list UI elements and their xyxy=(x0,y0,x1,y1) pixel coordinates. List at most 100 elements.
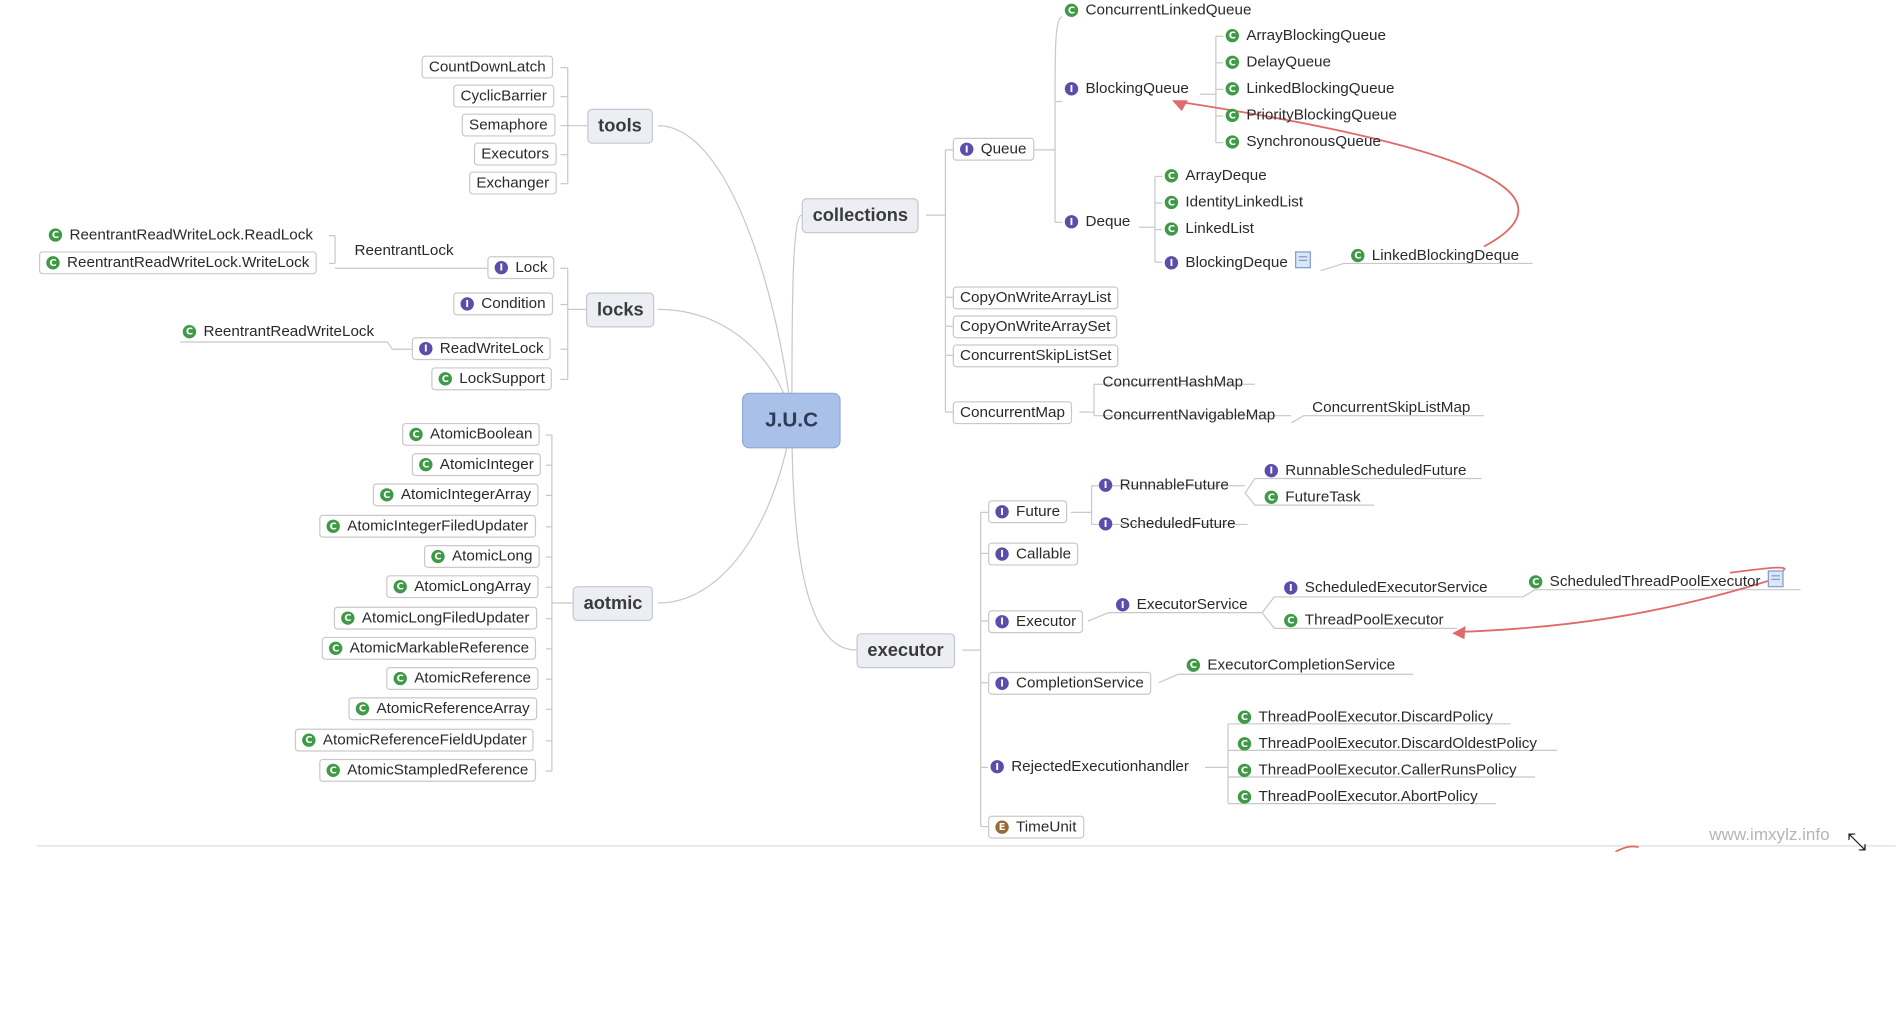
locks-condition[interactable]: I Condition xyxy=(453,292,553,316)
tools-item[interactable]: CyclicBarrier xyxy=(453,84,555,108)
node-label: LockSupport xyxy=(459,369,545,387)
class-icon: C xyxy=(1164,222,1179,236)
root-node[interactable]: J.U.C xyxy=(741,392,842,449)
resize-arrow-icon[interactable]: ⤡ xyxy=(1846,828,1867,856)
tools-item[interactable]: Executors xyxy=(473,142,557,166)
node-label: TimeUnit xyxy=(1016,818,1077,836)
collections-cow-set[interactable]: CopyOnWriteArraySet xyxy=(952,315,1118,339)
node-label: FutureTask xyxy=(1285,488,1361,506)
enum-icon: E xyxy=(995,820,1009,834)
collections-concurrent-map[interactable]: ConcurrentMap xyxy=(952,401,1073,425)
node-label: ReentrantReadWriteLock xyxy=(203,322,375,340)
class-icon: C xyxy=(328,641,343,655)
node-label: Condition xyxy=(481,294,546,312)
collections-skip-list-map[interactable]: ConcurrentSkipListMap xyxy=(1312,398,1471,416)
collections-concurrent-hash-map[interactable]: ConcurrentHashMap xyxy=(1102,373,1244,391)
note-icon[interactable] xyxy=(1295,251,1312,269)
class-icon: C xyxy=(326,519,340,533)
class-icon: C xyxy=(1237,737,1252,751)
tools-item[interactable]: Semaphore xyxy=(461,113,556,137)
interface-icon: I xyxy=(460,297,474,311)
executor-time-unit[interactable]: E TimeUnit xyxy=(988,815,1084,839)
node-label: ReentrantReadWriteLock.WriteLock xyxy=(67,253,310,271)
interface-icon: I xyxy=(995,615,1009,629)
tools-item[interactable]: CountDownLatch xyxy=(421,55,553,79)
node-label: CompletionService xyxy=(1016,674,1144,692)
collections-cow-list[interactable]: CopyOnWriteArrayList xyxy=(952,286,1119,310)
category-aotmic[interactable]: aotmic xyxy=(572,586,654,622)
category-collections[interactable]: collections xyxy=(801,198,920,234)
category-executor[interactable]: executor xyxy=(856,633,955,669)
class-icon: C xyxy=(1351,248,1365,263)
category-tools[interactable]: tools xyxy=(587,108,653,144)
class-icon: C xyxy=(438,372,452,386)
note-icon[interactable] xyxy=(1767,570,1784,588)
tools-item-label: CountDownLatch xyxy=(428,58,546,75)
locks-reentrant-lock[interactable]: ReentrantLock xyxy=(354,241,454,259)
collections-concurrent-navigable-map[interactable]: ConcurrentNavigableMap xyxy=(1102,406,1276,423)
tools-item[interactable]: Exchanger xyxy=(469,171,557,195)
tools-item-label: Semaphore xyxy=(469,116,548,133)
node-label: PriorityBlockingQueue xyxy=(1246,106,1397,124)
locks-lock-support[interactable]: C LockSupport xyxy=(431,367,553,391)
class-icon: C xyxy=(1225,135,1240,149)
category-locks[interactable]: locks xyxy=(586,292,655,328)
class-icon: C xyxy=(1186,658,1201,672)
node-label: AtomicLongFiledUpdater xyxy=(361,609,530,626)
tools-item-label: Executors xyxy=(481,145,549,162)
collections-blocking-queue-impl[interactable]: C PriorityBlockingQueue xyxy=(1223,105,1399,126)
collections-skip-list-set[interactable]: ConcurrentSkipListSet xyxy=(952,344,1119,368)
node-label: ScheduledThreadPoolExecutor xyxy=(1549,572,1761,590)
class-icon: C xyxy=(1225,108,1240,123)
class-icon: C xyxy=(1237,710,1252,724)
